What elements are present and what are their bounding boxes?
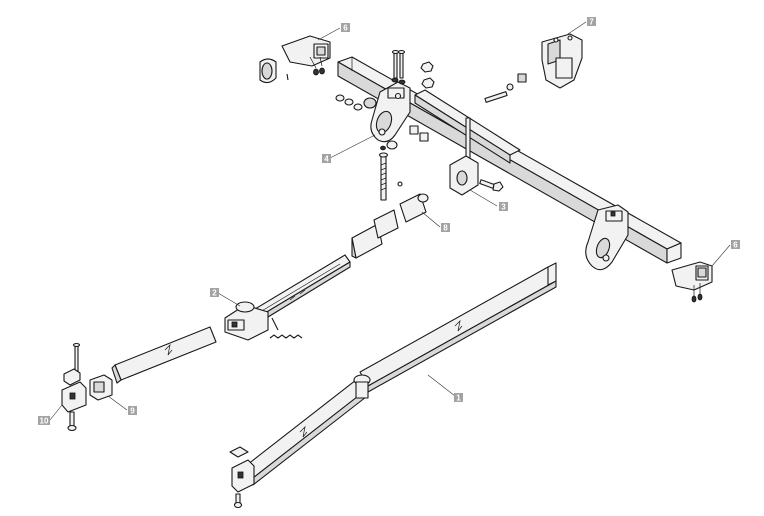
mount-bracket-6-left [259,35,331,84]
callout-7: 7 [587,17,596,27]
bracket-4-side-fasteners [335,94,429,150]
svg-text:9: 9 [130,407,135,416]
callout-2: 2 [210,288,219,298]
sleeve-8 [351,181,429,259]
bearing-bracket-4 [370,81,411,143]
svg-text:2: 2 [212,289,217,298]
bracket-7-bolt [484,73,527,103]
arm-1-foot [229,446,255,509]
lower-arm-segment [111,326,217,384]
svg-text:10: 10 [40,417,49,426]
right-bearing-bracket [585,204,629,271]
u-bracket-3 [449,117,504,196]
svg-text:8: 8 [443,224,448,233]
svg-text:7: 7 [589,18,594,27]
clamp-bracket-7 [541,33,583,89]
mount-bracket-6-right [671,261,713,303]
svg-text:1: 1 [456,394,461,403]
callout-6-right: 6 [731,240,740,250]
callout-9: 9 [128,406,137,416]
long-pivot-bolt [378,145,389,201]
callout-10: 10 [38,416,50,426]
callout-8: 8 [441,223,450,233]
leader-lines [49,21,731,421]
svg-text:4: 4 [324,155,329,164]
arm-2-pivot-head [224,301,279,341]
callout-3: 3 [499,202,508,212]
svg-text:6: 6 [733,241,738,250]
clamp-assembly-9-10 [61,342,113,432]
callout-6-left: 6 [341,23,350,33]
callout-1: 1 [454,393,463,403]
svg-text:6: 6 [343,24,348,33]
spring [269,334,303,339]
svg-text:3: 3 [501,203,506,212]
bracket-4-bolts [391,49,435,89]
callout-4: 4 [322,154,331,164]
